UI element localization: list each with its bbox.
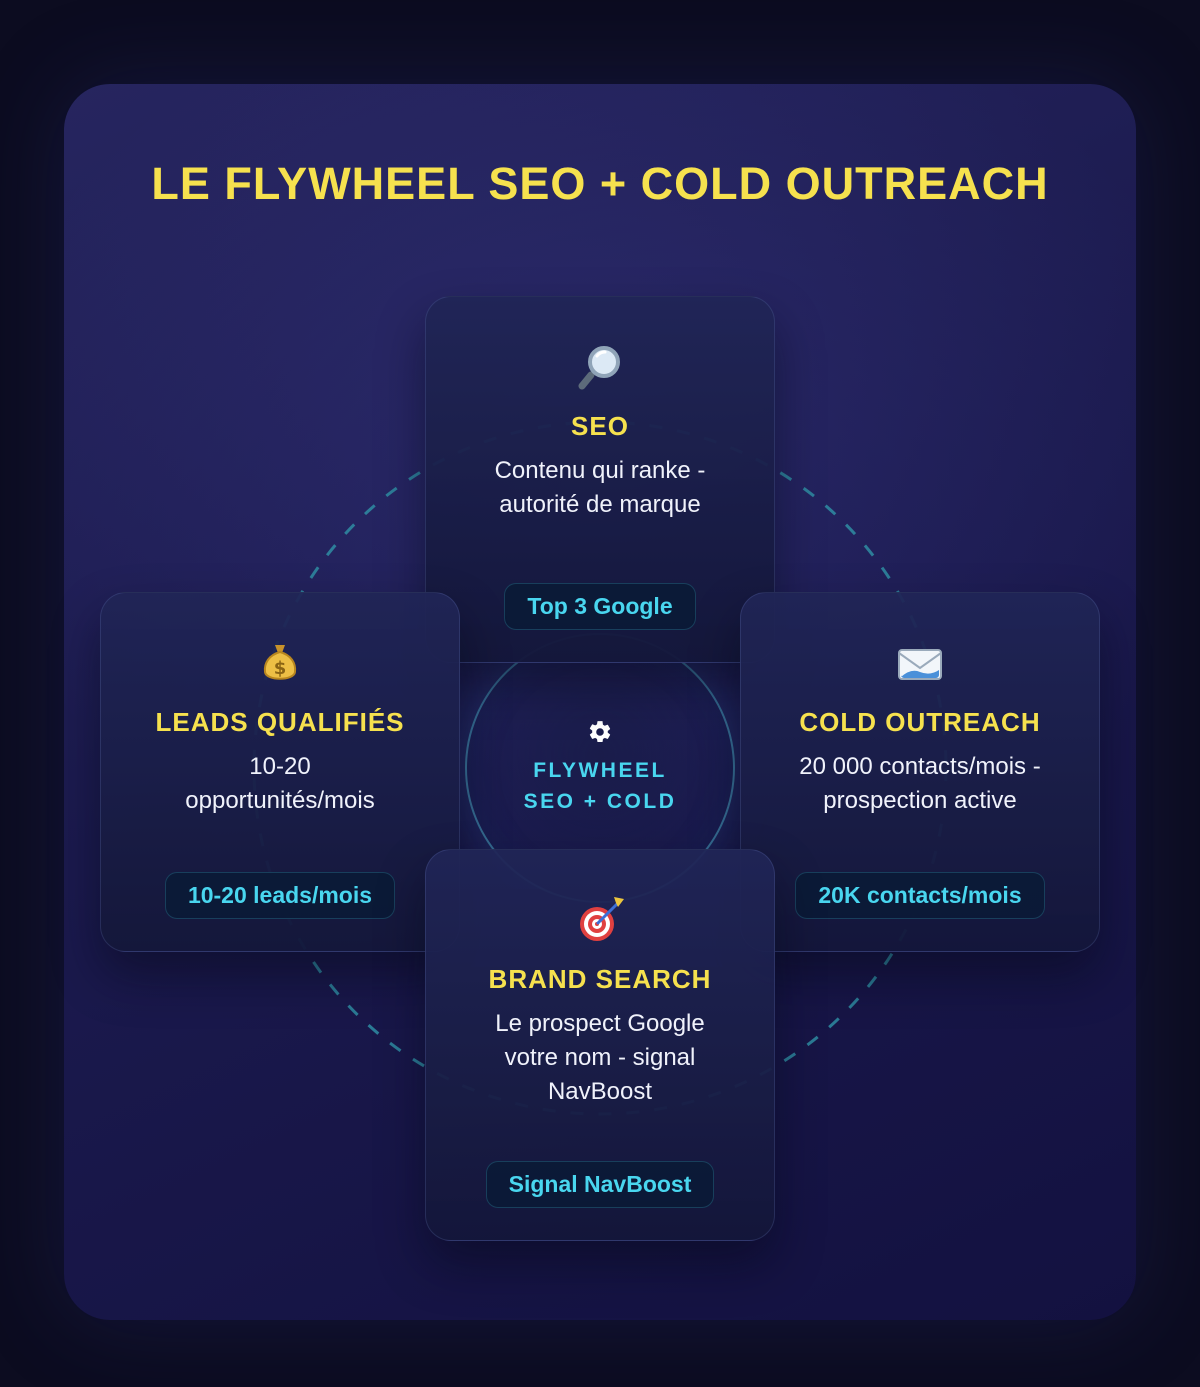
flywheel-panel: LE FLYWHEEL SEO + COLD OUTREACH FLYWHEEL… xyxy=(64,84,1136,1320)
svg-text:$: $ xyxy=(274,658,287,679)
email-icon xyxy=(893,637,947,691)
description-line: votre nom - signal xyxy=(504,1044,696,1072)
card-brand-metric-badge: Signal NavBoost xyxy=(485,1161,715,1208)
card-leads-qualifies: $ LEADS QUALIFIÉS 10-20 opportunités/moi… xyxy=(100,592,460,952)
card-brand-description: Le prospect Google votre nom - signal Na… xyxy=(495,1007,704,1109)
description-line: opportunités/mois xyxy=(185,787,375,815)
card-brand-search: BRAND SEARCH Le prospect Google votre no… xyxy=(425,849,775,1241)
flywheel-label-line1: FLYWHEEL xyxy=(533,758,667,782)
card-seo-metric-badge: Top 3 Google xyxy=(504,583,696,630)
card-cold-metric-badge: 20K contacts/mois xyxy=(795,872,1045,919)
page-title: LE FLYWHEEL SEO + COLD OUTREACH xyxy=(151,158,1049,209)
card-seo: SEO Contenu qui ranke - autorité de marq… xyxy=(425,296,775,663)
card-cold-description: 20 000 contacts/mois - prospection activ… xyxy=(799,750,1040,818)
flywheel-label-line2: SEO + COLD xyxy=(523,790,677,813)
description-line: Le prospect Google xyxy=(495,1010,705,1037)
card-seo-description: Contenu qui ranke - autorité de marque xyxy=(495,454,706,522)
description-line: 20 000 contacts/mois - xyxy=(799,753,1041,780)
money-bag-icon: $ xyxy=(253,637,307,691)
card-seo-title: SEO xyxy=(571,411,629,441)
flywheel-center-label: FLYWHEEL SEO + COLD xyxy=(524,755,677,818)
description-line: Contenu qui ranke - xyxy=(494,457,706,484)
target-dart-icon xyxy=(573,894,627,948)
description-line: prospection active xyxy=(823,787,1017,815)
card-leads-description: 10-20 opportunités/mois xyxy=(185,750,374,818)
gear-icon xyxy=(587,719,613,745)
card-leads-title: LEADS QUALIFIÉS xyxy=(155,707,405,737)
card-cold-outreach: COLD OUTREACH 20 000 contacts/mois - pro… xyxy=(740,592,1100,952)
card-brand-title: BRAND SEARCH xyxy=(488,964,712,994)
card-cold-title: COLD OUTREACH xyxy=(799,707,1041,737)
magnifying-glass-icon xyxy=(573,341,627,395)
description-line: autorité de marque xyxy=(499,491,701,519)
description-line: 10-20 xyxy=(249,753,311,780)
description-line: NavBoost xyxy=(547,1078,653,1106)
card-leads-metric-badge: 10-20 leads/mois xyxy=(164,872,396,919)
